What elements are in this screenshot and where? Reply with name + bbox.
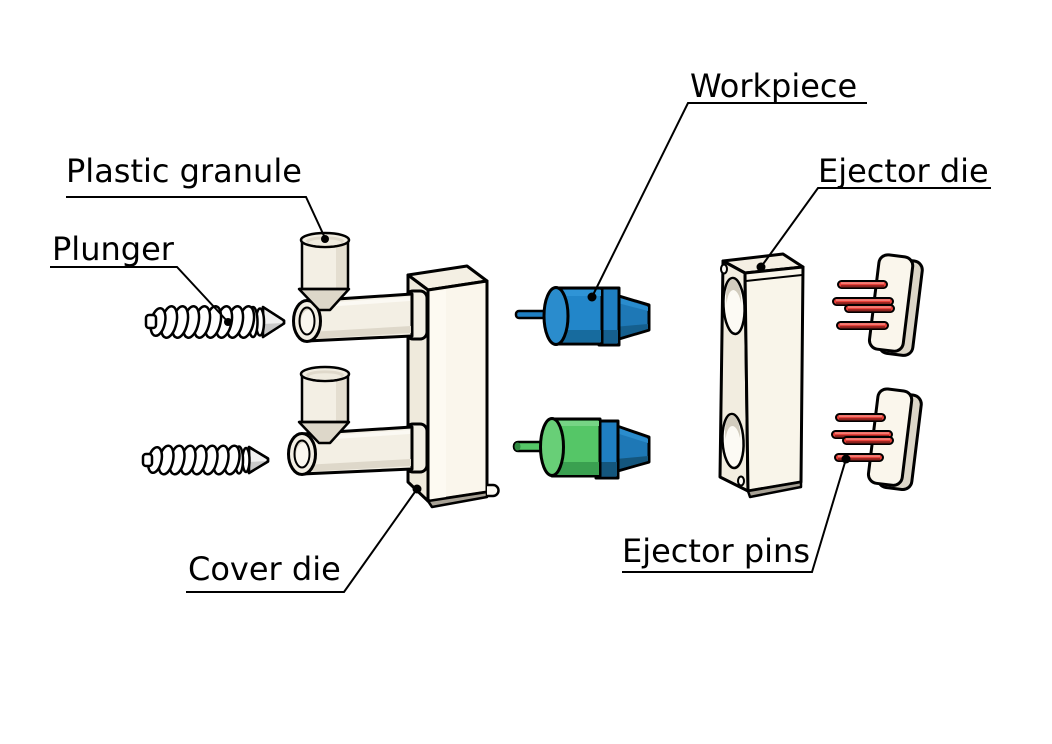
leader-ejector-pins xyxy=(622,458,847,573)
ejector-pin xyxy=(837,280,888,289)
ejector-pins-bottom xyxy=(831,413,894,462)
ejector-pin xyxy=(836,321,889,330)
ejector-pins-top xyxy=(832,280,895,330)
label-plastic-granule: Plastic granule xyxy=(66,152,302,190)
label-plunger: Plunger xyxy=(52,230,174,268)
cover-die-latch-tab xyxy=(485,483,500,498)
workpiece-green xyxy=(512,417,651,480)
leader-cover-die xyxy=(186,488,418,593)
leader-dots xyxy=(224,235,851,494)
leader-ejector-die xyxy=(760,187,991,268)
granule-funnel-bottom xyxy=(297,365,351,445)
ejector-die-block xyxy=(718,252,805,499)
ejector-pin xyxy=(842,436,894,445)
label-ejector-die: Ejector die xyxy=(818,152,989,190)
granule-funnel-top xyxy=(297,231,351,312)
ejector-die-cavity-bottom xyxy=(721,412,745,470)
label-ejector-pins: Ejector pins xyxy=(622,532,810,570)
ejector-die-cavity-top xyxy=(722,276,746,336)
workpiece-blue xyxy=(514,286,651,347)
ejector-pin xyxy=(844,304,895,313)
leader-lines xyxy=(50,102,991,593)
plunger-bottom xyxy=(141,444,270,476)
leader-plastic-granule xyxy=(66,196,326,239)
injection-barrel-top xyxy=(292,289,429,343)
label-workpiece: Workpiece xyxy=(690,67,858,105)
ejector-pin xyxy=(835,413,886,422)
leader-workpiece xyxy=(591,102,867,298)
leader-plunger xyxy=(50,266,229,323)
label-cover-die: Cover die xyxy=(188,550,341,588)
plunger-top xyxy=(144,305,286,339)
ejector-pin xyxy=(832,297,894,306)
